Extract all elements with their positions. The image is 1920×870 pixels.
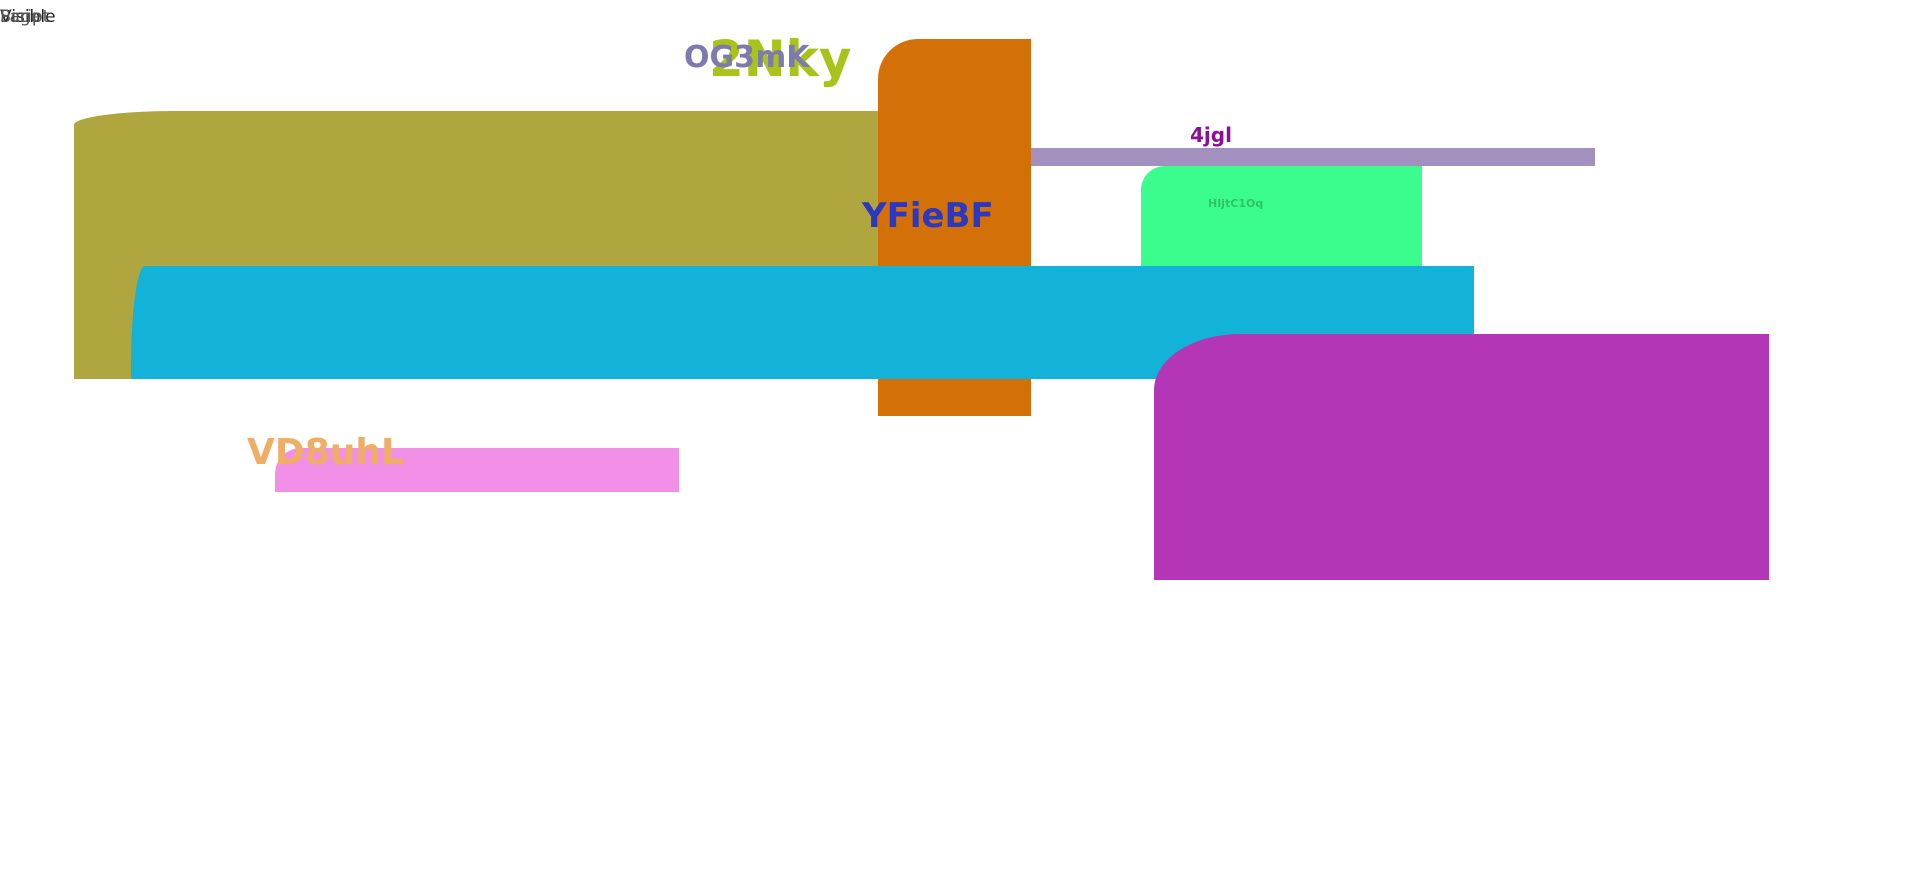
corner-label-2: Page [0, 7, 42, 27]
lavender-bar [1031, 148, 1595, 166]
mint-panel-label: HIjtC1Oq [1208, 197, 1264, 210]
corner-overlapping-labels: Visible Page Script [0, 6, 90, 30]
mint-panel [1141, 166, 1422, 268]
slate-heading: OG3mK [684, 40, 810, 75]
corner-label-3: Script [0, 7, 50, 27]
corner-label-1: Visible [0, 7, 56, 27]
pink-bar-label: VD8uhL [247, 432, 404, 473]
lime-heading: 2Nky [709, 30, 852, 88]
blue-heading: YFieBF [862, 196, 994, 236]
lavender-bar-label: 4jgl [1190, 123, 1232, 147]
magenta-panel [1154, 334, 1769, 580]
pink-bar [275, 448, 679, 492]
